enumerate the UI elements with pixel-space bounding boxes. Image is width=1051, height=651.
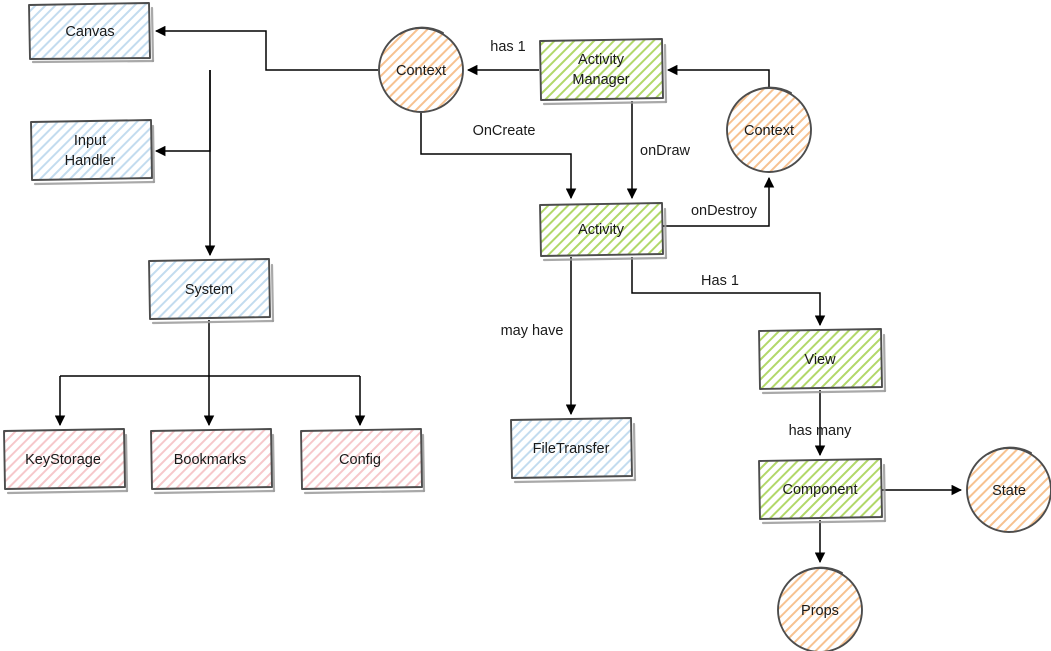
node-config[interactable]: Config (300, 428, 426, 495)
edge-system-trunk (60, 320, 360, 377)
node-activity-manager[interactable]: Activity Manager (539, 38, 668, 106)
node-system[interactable]: System (148, 258, 275, 325)
edge-label-oncreate: OnCreate (473, 123, 536, 139)
node-props[interactable]: Props (777, 566, 863, 651)
edge-context-left-to-activity (420, 113, 577, 200)
edge-layer (54, 25, 963, 564)
node-context-left[interactable]: Context (378, 26, 464, 113)
node-view[interactable]: View (758, 328, 887, 395)
node-canvas[interactable]: Canvas (28, 2, 155, 64)
edge-label-mayhave: may have (501, 323, 564, 339)
edge-context-right-to-activitymanager (666, 64, 770, 87)
node-input-handler[interactable]: Input Handler (30, 119, 156, 186)
edge-context-left-to-input-handler (154, 70, 211, 157)
node-filetransfer[interactable]: FileTransfer (510, 417, 637, 484)
node-context-right[interactable]: Context (726, 86, 812, 173)
node-keystorage[interactable]: KeyStorage (3, 428, 129, 495)
edge-label-has1-caps: Has 1 (701, 273, 739, 289)
edge-label-ondestroy: onDestroy (691, 203, 758, 219)
edge-label-ondraw: onDraw (640, 143, 690, 159)
node-bookmarks[interactable]: Bookmarks (150, 428, 276, 495)
node-layer: Canvas Input Handler System KeyStorage (3, 2, 1051, 651)
edge-context-left-to-canvas (154, 25, 378, 71)
edge-activity-to-view (631, 257, 826, 327)
edge-label-has1: has 1 (490, 39, 525, 55)
node-state[interactable]: State (966, 446, 1051, 533)
node-component[interactable]: Component (758, 458, 887, 525)
node-activity[interactable]: Activity (539, 202, 668, 262)
edge-activity-to-context-right (663, 176, 775, 227)
